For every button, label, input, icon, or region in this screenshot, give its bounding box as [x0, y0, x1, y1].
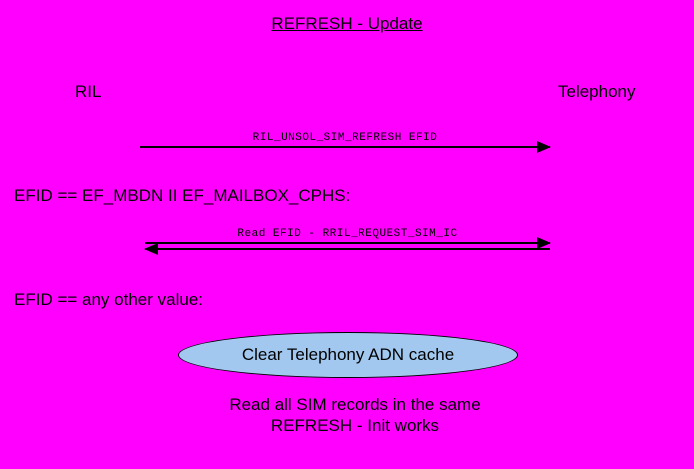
condition-any-other-value: EFID == any other value:: [14, 290, 203, 309]
ellipse-label: Clear Telephony ADN cache: [241, 345, 455, 364]
arrow-line-top: [145, 237, 551, 249]
arrowhead-right-icon: [537, 237, 551, 249]
ellipse-clear-adn-cache: Clear Telephony ADN cache: [178, 332, 518, 378]
arrow-line-bottom: [144, 243, 550, 255]
message-label-refresh-efid: RIL_UNSOL_SIM_REFRESH EFID: [252, 132, 438, 144]
condition-mbdn-mailbox: EFID == EF_MBDN II EF_MAILBOX_CPHS:: [14, 186, 351, 205]
arrow-line-right: [140, 141, 551, 153]
arrowhead-right-icon: [537, 141, 551, 153]
footer-line-2: REFRESH - Init works: [270, 416, 440, 435]
footer-line-1: Read all SIM records in the same: [229, 395, 481, 414]
message-label-read-efid: Read EFID - RRIL_REQUEST_SIM_IC: [237, 228, 458, 240]
arrowhead-left-icon: [144, 243, 158, 255]
message-arrow-refresh-efid: RIL_UNSOL_SIM_REFRESH EFID: [140, 132, 551, 153]
footer-note: Read all SIM records in the same REFRESH…: [100, 394, 610, 436]
actor-telephony: Telephony: [558, 82, 636, 101]
diagram-title: REFRESH - Update: [271, 14, 423, 33]
actor-ril: RIL: [75, 82, 102, 101]
message-arrow-read-efid: Read EFID - RRIL_REQUEST_SIM_IC: [144, 228, 551, 255]
